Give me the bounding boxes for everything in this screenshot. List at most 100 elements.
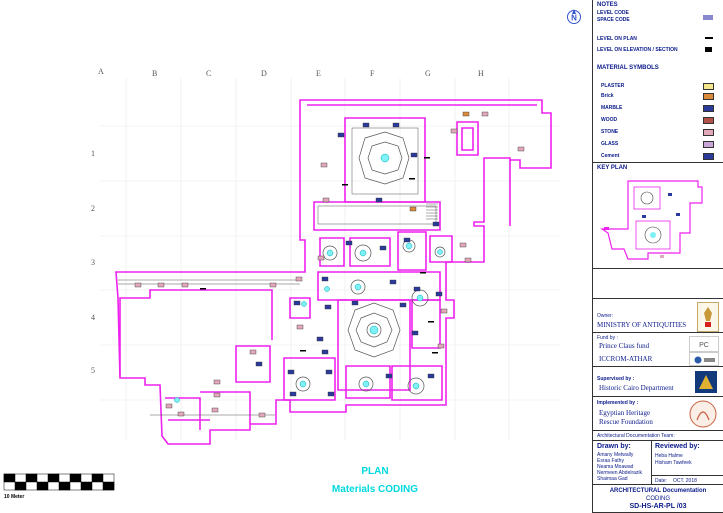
material-swatch-brick — [703, 93, 714, 100]
fund-label: Fund by : — [597, 335, 618, 341]
svg-text:N: N — [571, 14, 577, 23]
supervised-name: Historic Cairo Department — [599, 384, 674, 392]
drawn-name-3: Neama Moawad — [597, 464, 634, 470]
team-section: Architectural Documentation Team: — [593, 430, 723, 441]
plan-area: A B C D E F G H 1 2 3 4 5 — [3, 67, 560, 500]
reviewed-name-2: Hisham Tawfeek — [655, 460, 692, 466]
level-elevation-symbol-icon — [705, 47, 712, 52]
title-block: N NOTES LEVEL CODE SPACE CODE LEVEL ON P… — [567, 0, 723, 513]
credits-section: Drawn by: Amany Metwally Esraa Fathy Nea… — [593, 440, 723, 485]
walls — [115, 99, 552, 445]
grid-lines — [100, 78, 560, 440]
octagon-domes — [295, 131, 446, 395]
drawn-label: Drawn by: — [597, 443, 631, 450]
grid-col-c: C — [206, 69, 212, 78]
historic-cairo-icon — [699, 375, 713, 389]
material-label-plaster: PLASTER — [601, 83, 625, 89]
grid-col-b: B — [152, 69, 158, 78]
sheet-code: SD-HS-AR-PL /03 — [629, 503, 687, 510]
sheet-title: ARCHITECTURAL Documentation — [609, 488, 707, 494]
key-plan-drawing — [600, 180, 703, 260]
material-swatch-cement — [703, 153, 714, 160]
grid-row-1: 1 — [91, 149, 95, 158]
reviewed-name-1: Heba Halme — [655, 453, 683, 459]
level-plan-symbol-icon — [705, 37, 713, 39]
historic-cairo-logo — [695, 371, 717, 393]
sheet-subtitle: CODING — [646, 496, 670, 502]
material-label-wood: WOOD — [601, 117, 618, 123]
plan-subtitle: Materials CODING — [331, 484, 419, 495]
material-label-marble: MARBLE — [601, 105, 623, 111]
ministry-logo — [697, 302, 719, 332]
fund-section: Fund by : Prince Claus fund ICCROM-ATHAR… — [593, 332, 723, 367]
owner-label: Owner: — [597, 313, 614, 319]
material-swatch-stone — [703, 129, 714, 136]
key-plan-section: KEY PLAN — [593, 162, 723, 269]
grid-row-2: 2 — [91, 204, 95, 213]
prince-claus-logo: PC — [689, 336, 719, 352]
iccrom-icon — [694, 356, 715, 364]
material-swatch-plaster — [703, 83, 714, 90]
level-markers — [200, 157, 438, 354]
grid-col-e: E — [316, 69, 321, 78]
grid-col-d: D — [261, 69, 267, 78]
grid-row-3: 3 — [91, 258, 95, 267]
date-label: Date: — [655, 478, 667, 484]
iccrom-logo — [689, 352, 719, 366]
materials-title: MATERIAL SYMBOLS — [597, 65, 659, 71]
grid-col-a: A — [98, 67, 104, 76]
notes-level-code: LEVEL CODE — [597, 10, 629, 16]
plan-title: PLAN — [361, 466, 389, 477]
fund-name: Prince Claus fund — [599, 342, 650, 350]
owner-name: MINISTRY OF ANTIQUITIES — [597, 321, 687, 329]
team-label: Architectural Documentation Team: — [597, 433, 675, 439]
scale-label: 10 Meter — [4, 494, 25, 500]
notes-space-code: SPACE CODE — [597, 17, 630, 23]
drawn-name-5: Shaimaa Gad — [597, 476, 628, 482]
stairs — [426, 203, 438, 220]
supervised-label: Supervised by : — [597, 376, 635, 382]
implemented-name-line1: Egyptian Heritage — [599, 409, 651, 417]
ehrf-logo — [689, 400, 717, 428]
space-markers — [174, 153, 443, 403]
prince-claus-icon: PC — [699, 342, 709, 349]
drawn-name-4: Nermeen Abdelrazik — [597, 470, 643, 476]
notes-section: N NOTES LEVEL CODE SPACE CODE LEVEL ON P… — [567, 0, 723, 62]
ehrf-emblem-icon — [689, 400, 717, 428]
space-code-symbol — [703, 15, 713, 20]
reviewed-label: Reviewed by: — [655, 443, 700, 450]
grid-col-g: G — [425, 69, 431, 78]
material-swatch-glass — [703, 141, 714, 148]
material-label-glass: GLASS — [601, 141, 619, 147]
material-label-stone: STONE — [601, 129, 619, 135]
credits-divider — [651, 441, 652, 485]
material-label-cement: Cement — [601, 153, 620, 159]
material-tags — [134, 111, 525, 418]
materials-section: MATERIAL SYMBOLS PLASTER Brick MARBLE WO… — [593, 62, 723, 162]
date-row: Date: OCT. 2018 — [651, 475, 723, 486]
notes-level-plan: LEVEL ON PLAN — [597, 36, 637, 42]
scale-bar — [3, 473, 115, 491]
fund-partner: ICCROM-ATHAR — [599, 355, 653, 363]
svg-text:PC: PC — [699, 342, 709, 349]
material-swatch-wood — [703, 117, 714, 124]
eagle-emblem-icon — [704, 307, 712, 327]
implemented-section: Implemented by : Egyptian Heritage Rescu… — [593, 396, 723, 431]
implemented-label: Implemented by : — [597, 400, 639, 406]
grid-col-f: F — [370, 69, 375, 78]
owner-section — [593, 268, 723, 299]
drawn-name-1: Amany Metwally — [597, 452, 634, 458]
floor-plan-drawing — [3, 78, 560, 491]
drawn-name-2: Esraa Fathy — [597, 458, 624, 464]
grid-col-h: H — [478, 69, 484, 78]
owner-detail: Owner: MINISTRY OF ANTIQUITIES — [593, 298, 723, 333]
grid-row-4: 4 — [91, 313, 95, 322]
material-swatch-marble — [703, 105, 714, 112]
supervised-section: Supervised by : Historic Cairo Departmen… — [593, 366, 723, 397]
sheet-title-section: ARCHITECTURAL Documentation CODING SD-HS… — [593, 484, 723, 513]
notes-level-elevation: LEVEL ON ELEVATION / SECTION — [597, 47, 678, 53]
notes-title: NOTES — [597, 2, 618, 8]
material-label-brick: Brick — [601, 93, 614, 99]
grid-row-5: 5 — [91, 366, 95, 375]
